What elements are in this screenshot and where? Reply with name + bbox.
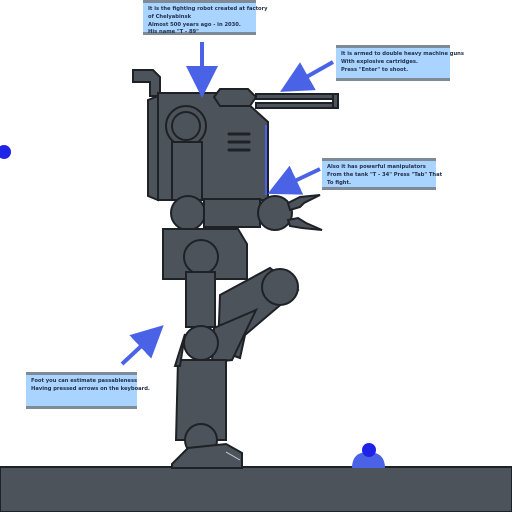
robot-elbow	[170, 195, 206, 231]
tooltip-line: With explosive cartridges.	[341, 58, 418, 65]
robot-front-shin	[174, 359, 227, 441]
tooltip-intro: It is the fighting robot created at fact…	[143, 0, 268, 36]
robot-backpack	[147, 94, 159, 202]
tooltip-manipulators: Also it has powerful manipulators From t…	[322, 158, 443, 190]
tooltip-line: Press "Enter" to shoot.	[341, 66, 409, 73]
robot-claw-upper	[286, 194, 321, 212]
robot-back-knee	[261, 268, 299, 306]
tooltip-line: of Chelyabinsk	[148, 13, 192, 20]
pointer-arrow-icon	[267, 165, 321, 195]
tooltip-line: It is armed to double heavy machine guns	[341, 51, 464, 57]
tooltip-line: Having pressed arrows on the keyboard.	[31, 385, 150, 392]
robot-foot	[171, 442, 243, 469]
blue-marker-icon[interactable]	[0, 145, 11, 159]
robot-gun-pod	[212, 88, 258, 107]
robot-sprite[interactable]	[132, 69, 339, 469]
tooltip-line: Also it has powerful manipulators	[327, 164, 426, 170]
tooltip-line: Almost 500 years ago - in 2030.	[148, 21, 241, 28]
robot-forearm	[203, 198, 261, 228]
tooltip-line: Foot you can estimate passableness	[31, 378, 138, 384]
robot-gun-muzzle	[332, 93, 339, 109]
robot-hip-joint	[183, 239, 219, 275]
blue-marker-icon[interactable]	[352, 443, 385, 468]
robot-wrist	[257, 195, 293, 231]
tooltip-line: From the tank "T - 34" Press "Tab" That	[327, 171, 443, 178]
tooltip-line: His name "T - 89"	[148, 29, 199, 36]
robot-gun-barrel	[255, 93, 336, 100]
robot-front-thigh	[185, 271, 216, 328]
robot-vent	[227, 132, 251, 152]
ground	[0, 466, 512, 512]
tooltip-line: To fight.	[327, 179, 351, 186]
tooltip-foot: Foot you can estimate passableness Havin…	[26, 372, 150, 409]
robot-gun-barrel	[255, 102, 336, 109]
tooltip-line: It is the fighting robot created at fact…	[148, 6, 268, 12]
pointer-arrow-icon	[280, 60, 334, 92]
pointer-arrow-icon	[120, 325, 164, 366]
tooltip-guns: It is armed to double heavy machine guns…	[336, 45, 464, 81]
robot-antenna	[132, 69, 161, 97]
robot-upper-arm	[171, 141, 203, 201]
robot-front-knee	[183, 325, 219, 361]
robot-claw-lower	[286, 216, 323, 231]
